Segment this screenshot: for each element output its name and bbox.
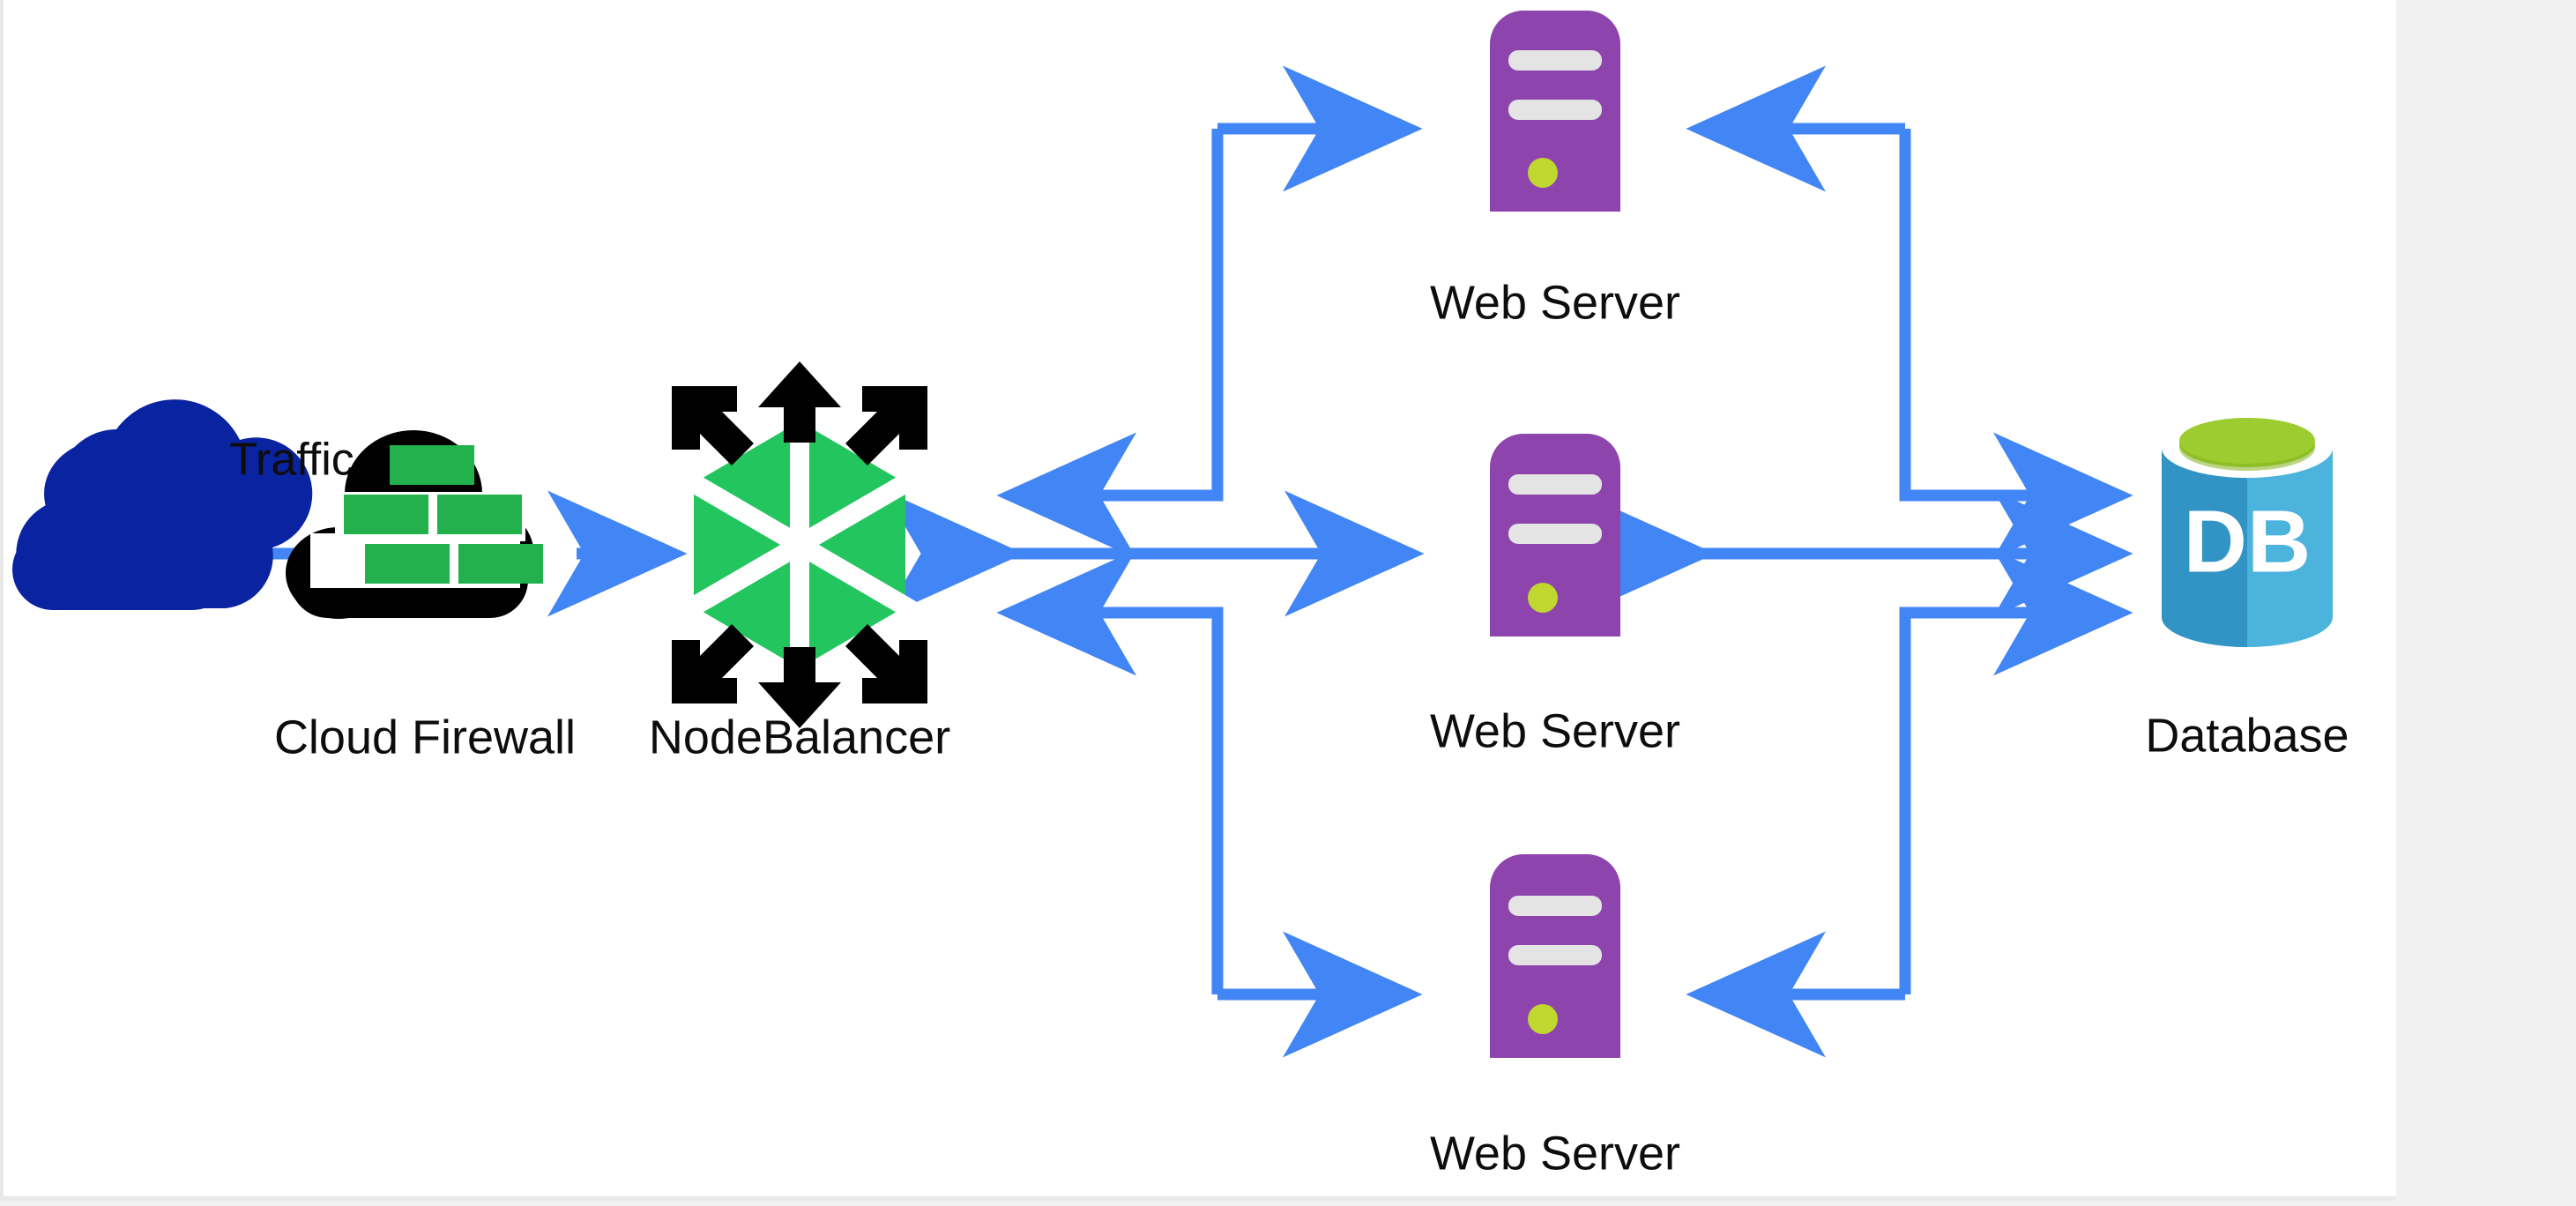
nodebalancer-node[interactable]: NodeBalancer [649, 361, 950, 763]
server-icon [1490, 434, 1620, 636]
server-icon [1490, 854, 1620, 1058]
nodebalancer-label: NodeBalancer [649, 711, 950, 763]
brick [365, 544, 450, 584]
firewall-icon [286, 430, 543, 619]
brick [437, 495, 522, 534]
brick [344, 495, 428, 534]
database-glyph: DB [2184, 492, 2311, 591]
connector-nb-to-web-top-return [996, 129, 1224, 559]
connector-web-top-to-db-forward [1899, 129, 2133, 559]
cloud-icon [12, 399, 313, 610]
web-server-top-node[interactable]: Web Server [1430, 11, 1680, 329]
cloud-firewall-label: Cloud Firewall [274, 711, 576, 763]
web-server-bottom-label: Web Server [1430, 1127, 1680, 1180]
web-server-bottom-node[interactable]: Web Server [1430, 854, 1680, 1180]
traffic-label: Traffic [229, 435, 354, 486]
connector-web-bottom-to-db-forward [1899, 549, 2133, 994]
nodebalancer-icon [672, 361, 927, 728]
database-icon: DB [2162, 418, 2333, 647]
brick [390, 445, 474, 485]
connector-nb-to-web-bottom-return [996, 549, 1224, 994]
internet-cloud-node[interactable] [12, 399, 313, 610]
cloud-firewall-node[interactable]: Cloud Firewall [274, 430, 576, 763]
database-node[interactable]: DB Database [2145, 418, 2349, 762]
server-icon [1490, 11, 1620, 212]
web-server-middle-node[interactable]: Web Server [1430, 434, 1680, 757]
database-label: Database [2145, 709, 2349, 762]
web-server-top-label: Web Server [1430, 276, 1680, 329]
architecture-diagram: Traffic [12, 11, 2349, 1180]
connections-layer [243, 65, 2133, 1058]
connector-nb-to-web-top-out [1129, 129, 1217, 495]
diagram-canvas: Traffic [0, 0, 2396, 1201]
brick [458, 544, 543, 584]
web-server-middle-label: Web Server [1430, 704, 1680, 757]
